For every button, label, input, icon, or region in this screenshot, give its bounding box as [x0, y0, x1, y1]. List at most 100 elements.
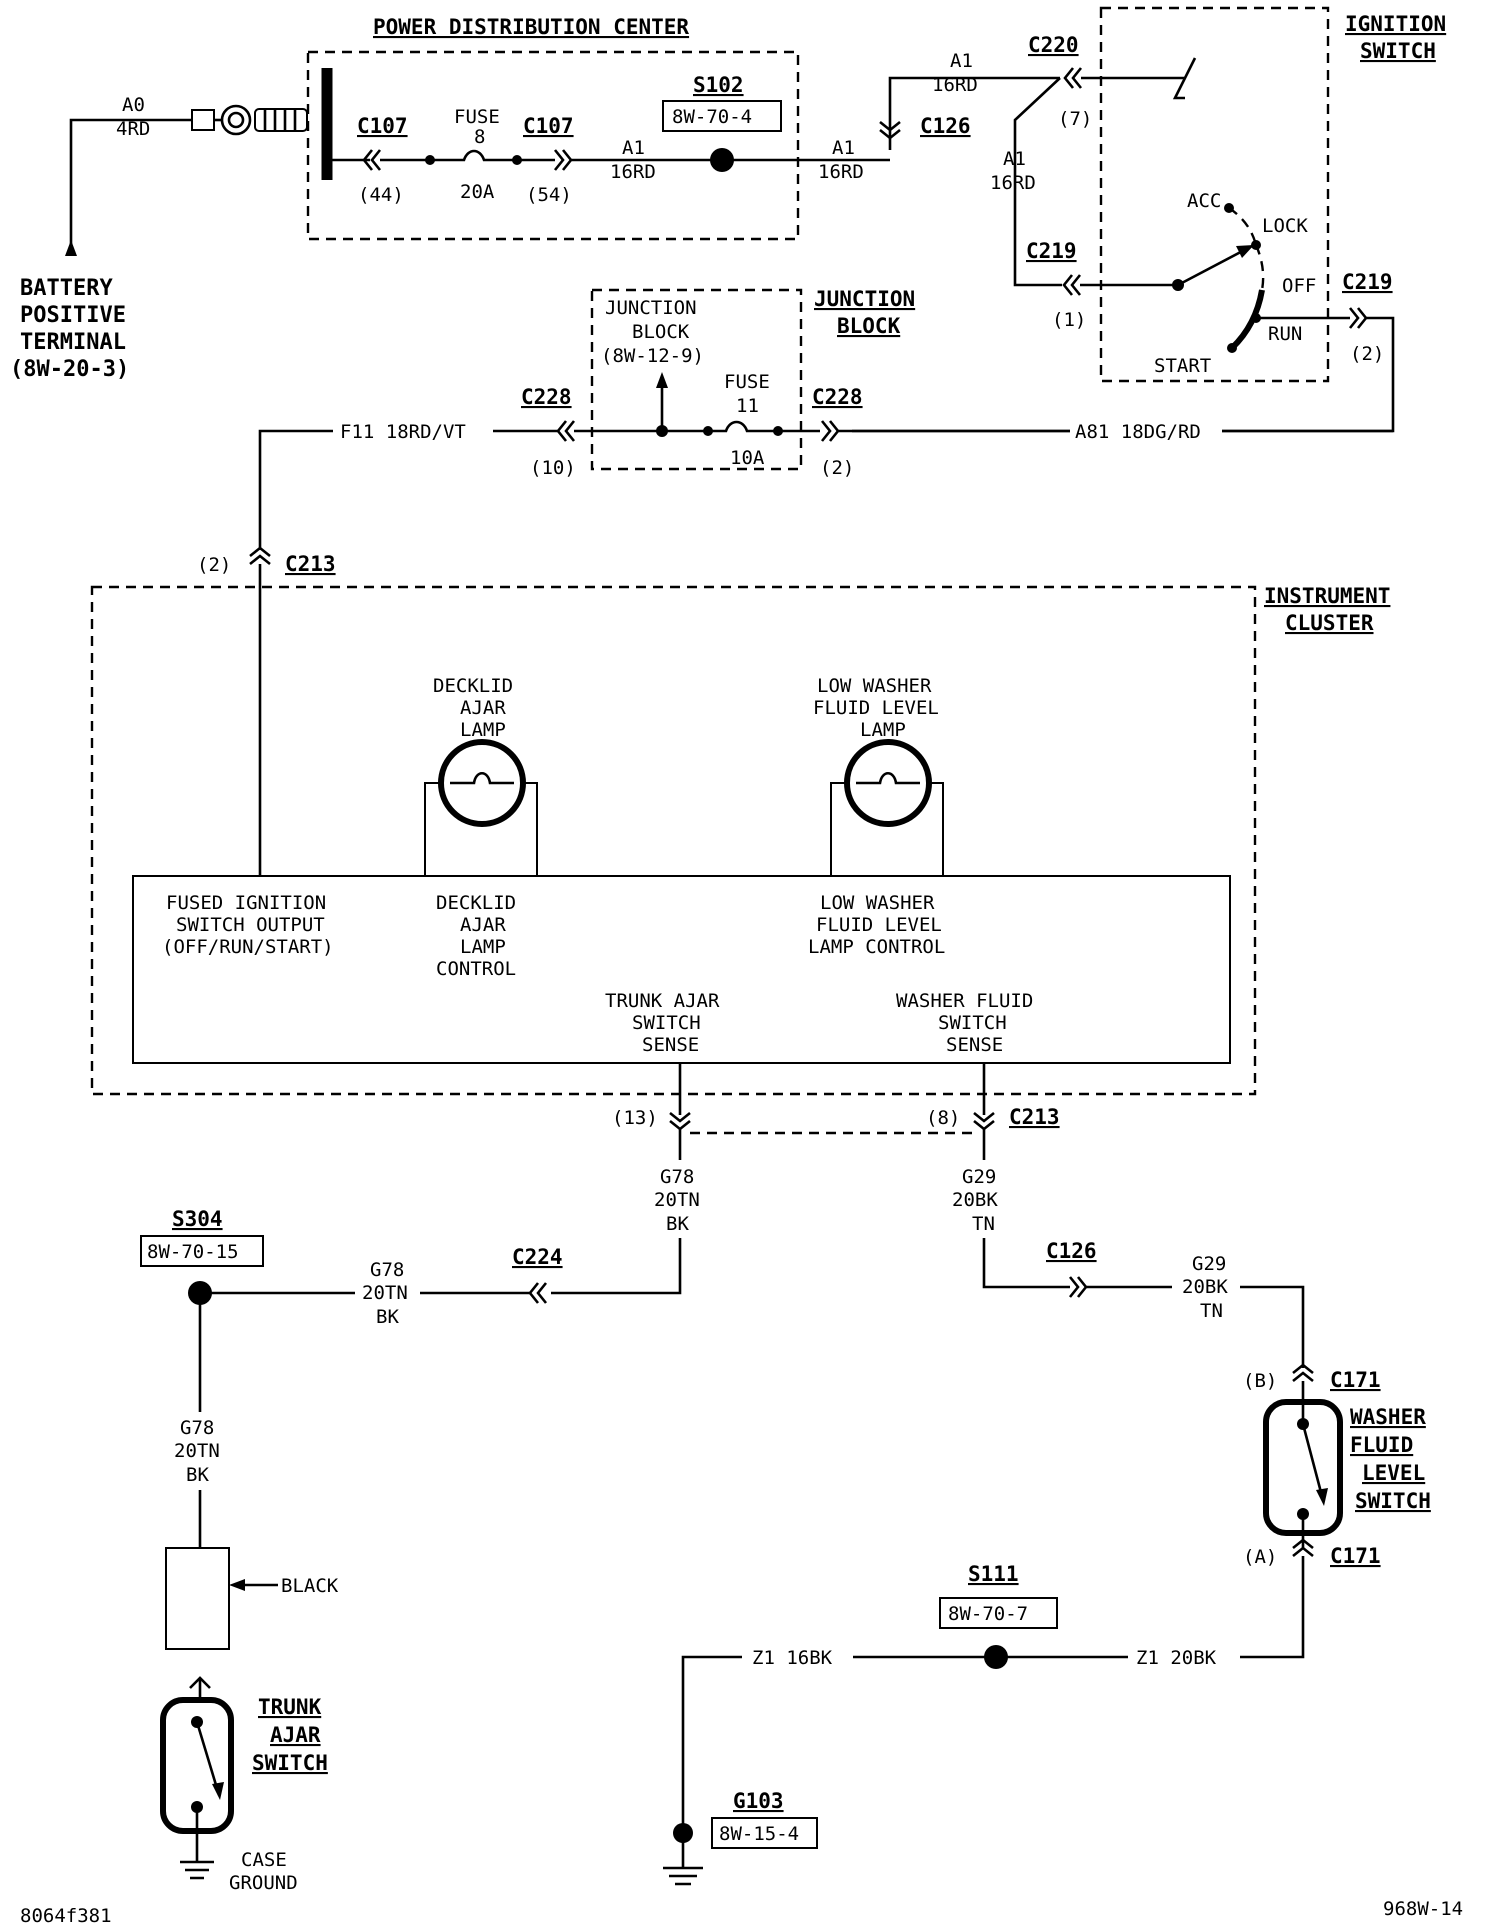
decklid-lamp-filament [450, 771, 514, 785]
s102-ref-box [662, 100, 782, 132]
s111-label: S111 [968, 1562, 1019, 1586]
fuse8-label: FUSE [454, 106, 500, 128]
washer-switch-label-2: FLUID [1350, 1433, 1413, 1457]
c213-top-connector [249, 546, 271, 566]
c107-right-label: C107 [523, 114, 574, 138]
c228-right-pin: (2) [820, 457, 854, 479]
c171-b-pin: (B) [1243, 1370, 1277, 1392]
washer-lamp-label-2: FLUID LEVEL [813, 697, 939, 719]
instrument-cluster: (2) C213 INSTRUMENT CLUSTER DECKLID AJAR… [90, 546, 1390, 1135]
washer-switch-label-4: SWITCH [1355, 1489, 1431, 1513]
wire-a0-size: 4RD [116, 118, 150, 140]
black-label: BLACK [281, 1575, 339, 1597]
c171-a-label: C171 [1330, 1544, 1381, 1568]
footer-left-code: 8064f381 [20, 1905, 112, 1927]
acc-label: ACC [1187, 190, 1221, 212]
decklid-ctrl-label-4: CONTROL [436, 958, 516, 980]
decklid-lamp-bulb [438, 739, 526, 827]
c213-top-pin: (2) [197, 554, 231, 576]
c228-left-connector [556, 420, 576, 442]
g103-ground-icon [663, 1866, 703, 1886]
fuse11-label: FUSE [724, 371, 770, 393]
ignition-title-2: SWITCH [1360, 39, 1436, 63]
wire-a81-label: A81 18DG/RD [1075, 421, 1201, 443]
cluster-module [132, 875, 1231, 1064]
black-pointer-arrow [229, 1579, 245, 1591]
trunk-switch-arrow [212, 1782, 224, 1800]
s102-ref: 8W-70-4 [672, 106, 752, 128]
c219-left-pin: (1) [1052, 309, 1086, 331]
wire-left-label-2: 16RD [990, 172, 1036, 194]
s111-ref: 8W-70-7 [948, 1603, 1028, 1625]
c219-right-label: C219 [1342, 270, 1393, 294]
z1-right-label: Z1 20BK [1136, 1647, 1217, 1669]
fused-output-label-3: (OFF/RUN/START) [162, 936, 334, 958]
g29-b-label-3: TN [1200, 1300, 1223, 1322]
z1-left-label: Z1 16BK [752, 1647, 833, 1669]
jb-title-1: JUNCTION [814, 287, 915, 311]
c228-left-label: C228 [521, 385, 572, 409]
washer-switch-label-1: WASHER [1350, 1405, 1426, 1429]
g29-a-label-2: 20BK [952, 1189, 998, 1211]
start-contact [1227, 343, 1237, 353]
g78-b-label-1: G78 [370, 1259, 404, 1281]
c219-right-pin: (2) [1350, 343, 1384, 365]
jb-inner-2: BLOCK [632, 321, 690, 343]
c213-top-label: C213 [285, 552, 336, 576]
trunk-sense-label-2: SWITCH [632, 1012, 701, 1034]
g29-a-label-1: G29 [962, 1166, 996, 1188]
c219-right-connector [1348, 307, 1368, 329]
z1-wire-right-tail [1240, 1556, 1305, 1659]
s304-label: S304 [172, 1207, 223, 1231]
wire-a0-label: A0 [122, 94, 145, 116]
g103-ref-box [711, 1817, 818, 1849]
washer-lamp-label-1: LOW WASHER [817, 675, 932, 697]
g78-b-label-3: BK [376, 1306, 399, 1328]
c107-left-pin: (44) [358, 184, 404, 206]
g29-wire-to-c171 [1240, 1285, 1305, 1368]
c228-left-pin: (10) [530, 457, 576, 479]
washer-lamp-filament [856, 771, 920, 785]
c213-bottom-label: C213 [1009, 1105, 1060, 1129]
battery-eyelet-outer [220, 104, 252, 136]
g103-ref: 8W-15-4 [719, 1823, 799, 1845]
washer-lamp-label-3: LAMP [860, 719, 906, 741]
washer-sense-label-3: SENSE [946, 1034, 1003, 1056]
footer-right-code: 968W-14 [1383, 1898, 1463, 1920]
junction-block: JUNCTION BLOCK (8W-12-9) JUNCTION BLOCK … [258, 287, 1393, 550]
wire-a81-label-bg [1070, 420, 1222, 442]
washer-switch-blade [1301, 1423, 1325, 1501]
fuse11-rating: 10A [730, 447, 765, 469]
c107-right-connector [553, 149, 573, 171]
cluster-title-2: CLUSTER [1285, 611, 1374, 635]
wire-a1-to-c220 [888, 76, 1060, 150]
c224-label: C224 [512, 1245, 563, 1269]
washer-sense-label-1: WASHER FLUID [896, 990, 1033, 1012]
g78-a-label-2: 20TN [654, 1189, 700, 1211]
battery-arrow [65, 240, 77, 256]
battery-stud-threads [263, 109, 297, 131]
washer-ctrl-label-1: LOW WASHER [820, 892, 935, 914]
g29-b-label-2: 20BK [1182, 1276, 1228, 1298]
g78-c-label-3: BK [186, 1464, 209, 1486]
c107-left-label: C107 [357, 114, 408, 138]
trunk-switch-label-1: TRUNK [258, 1695, 322, 1719]
trunk-sense-label-1: TRUNK AJAR [605, 990, 720, 1012]
instrument-cluster-boundary [90, 585, 1257, 1096]
ignition-contact-top [1172, 57, 1197, 100]
fused-output-label-1: FUSED IGNITION [166, 892, 326, 914]
trunk-switch-label-2: AJAR [270, 1723, 321, 1747]
pdc-boundary [306, 50, 800, 241]
c126-lower-label: C126 [1046, 1239, 1097, 1263]
s304-ref-box [140, 1235, 264, 1267]
s111-ref-box [939, 1597, 1058, 1629]
battery-label-4: (8W-20-3) [10, 357, 129, 382]
battery-stud [254, 108, 308, 132]
c171-a-connector [1292, 1538, 1314, 1558]
fuse11-number: 11 [736, 395, 759, 417]
g78-c-label-1: G78 [180, 1417, 214, 1439]
wire-a1-down [1013, 77, 1062, 287]
g103-label: G103 [733, 1789, 784, 1813]
case-ground-icon [180, 1860, 214, 1880]
